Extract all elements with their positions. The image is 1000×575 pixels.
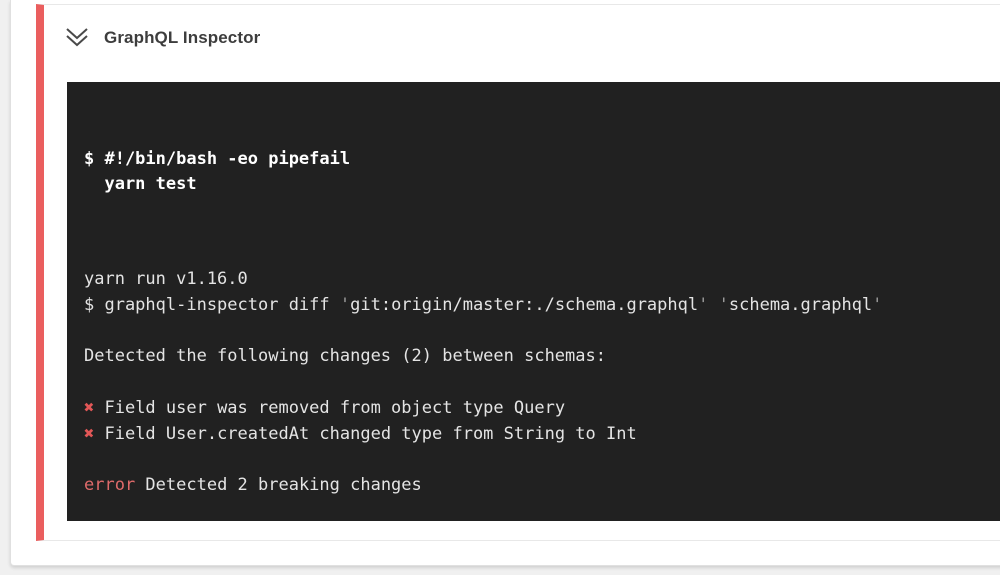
chevron-double-down-icon[interactable]	[64, 26, 90, 49]
step-title: GraphQL Inspector	[104, 27, 261, 47]
step-row-graphql-inspector: GraphQL Inspector $ #!/bin/bash -eo pipe…	[36, 4, 1000, 541]
step-header-toggle[interactable]: GraphQL Inspector	[64, 26, 260, 49]
job-steps-card: GraphQL Inspector $ #!/bin/bash -eo pipe…	[10, 0, 1000, 566]
terminal-stdout: yarn run v1.16.0 $ graphql-inspector dif…	[84, 268, 883, 496]
terminal-command: $ #!/bin/bash -eo pipefail yarn test	[84, 148, 351, 195]
terminal-output-panel: $ #!/bin/bash -eo pipefail yarn test yar…	[67, 82, 1000, 521]
